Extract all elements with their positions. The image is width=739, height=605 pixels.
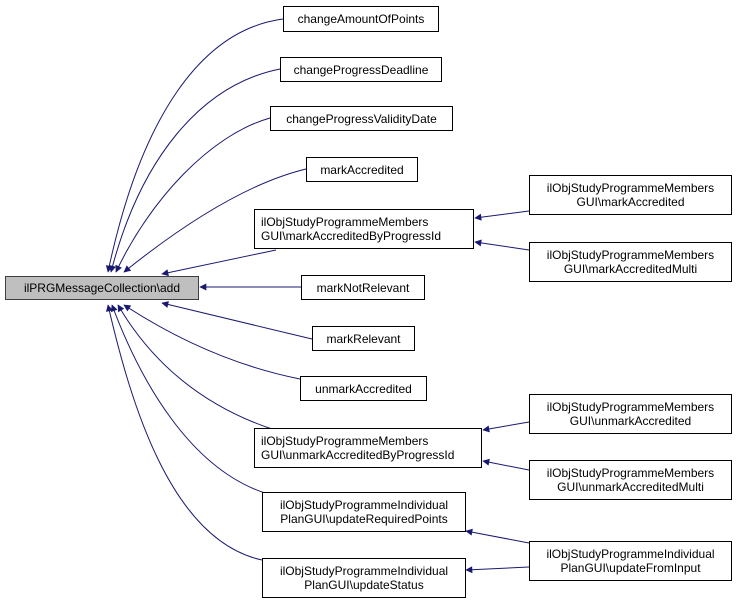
edge-n12-n5 — [474, 210, 530, 221]
node-label: changeAmountOfPoints — [297, 12, 425, 26]
node-label-line1: ilObjStudyProgrammeMembers — [546, 181, 715, 195]
node-label-line2: GUI\markAccreditedMulti — [563, 262, 698, 276]
node-label-line2: GUI\unmarkAccredited — [569, 414, 692, 428]
node-label-line2: PlanGUI\updateRequiredPoints — [280, 512, 448, 526]
node-label: markNotRelevant — [316, 280, 410, 295]
node-label-line2: PlanGUI\updateStatus — [304, 578, 424, 592]
node-n7[interactable]: markRelevant — [312, 326, 415, 351]
node-label-line1: ilObjStudyProgrammeMembers — [546, 248, 715, 262]
node-n11[interactable]: ilObjStudyProgrammeIndividual PlanGUI\up… — [262, 558, 466, 598]
node-n1[interactable]: changeAmountOfPoints — [283, 6, 439, 32]
node-n13[interactable]: ilObjStudyProgrammeMembers GUI\markAccre… — [529, 242, 732, 282]
edge-n1-root — [105, 18, 284, 273]
node-label: changeProgressValidityDate — [286, 111, 437, 126]
node-label-line1: ilObjStudyProgrammeIndividual — [279, 564, 449, 578]
node-n16[interactable]: ilObjStudyProgrammeIndividual PlanGUI\up… — [529, 541, 732, 581]
node-label-line2: PlanGUI\updateFromInput — [560, 561, 701, 575]
node-label: ilPRGMessageCollection\add — [23, 281, 181, 295]
edge-n4-root — [123, 168, 307, 273]
node-n6[interactable]: markNotRelevant — [301, 275, 425, 300]
node-n9[interactable]: ilObjStudyProgrammeMembers GUI\unmarkAcc… — [254, 428, 482, 468]
edge-n7-root — [161, 301, 313, 340]
edge-n16-n11 — [465, 566, 530, 574]
node-label-line1: ilObjStudyProgrammeIndividual — [279, 498, 449, 512]
edge-n3-root — [115, 117, 271, 273]
node-n12[interactable]: ilObjStudyProgrammeMembers GUI\markAccre… — [529, 175, 732, 215]
node-label-line2: GUI\markAccredited — [576, 195, 685, 209]
node-n14[interactable]: ilObjStudyProgrammeMembers GUI\unmarkAcc… — [529, 394, 732, 434]
edge-n14-n9 — [482, 421, 530, 433]
edge-n13-n5 — [474, 239, 530, 251]
edge-n15-n9 — [482, 458, 530, 471]
node-label-line2: GUI\markAccreditedByProgressId — [261, 229, 442, 243]
node-root[interactable]: ilPRGMessageCollection\add — [5, 276, 199, 300]
node-label: markAccredited — [320, 162, 404, 177]
node-label-line1: ilObjStudyProgrammeMembers — [546, 466, 715, 480]
node-label: markRelevant — [326, 331, 401, 346]
edge-n16-n10 — [465, 528, 530, 544]
edge-n8-root — [123, 304, 301, 380]
node-n5[interactable]: ilObjStudyProgrammeMembers GUI\markAccre… — [254, 209, 474, 249]
node-label-line1: ilObjStudyProgrammeMembers — [261, 215, 429, 229]
edge-n2-root — [109, 68, 281, 273]
node-label-line1: ilObjStudyProgrammeMembers — [261, 434, 429, 448]
node-n3[interactable]: changeProgressValidityDate — [270, 106, 453, 131]
node-label-line1: ilObjStudyProgrammeMembers — [546, 400, 715, 414]
edge-n9-root — [117, 304, 273, 430]
node-n2[interactable]: changeProgressDeadline — [280, 57, 442, 82]
edge-n5-root — [161, 249, 277, 277]
node-label: unmarkAccredited — [315, 381, 412, 396]
node-label-line2: GUI\unmarkAccreditedByProgressId — [261, 448, 455, 462]
edge-n11-root — [106, 304, 263, 561]
node-label: changeProgressDeadline — [293, 62, 429, 77]
edge-n10-root — [110, 304, 269, 495]
node-n8[interactable]: unmarkAccredited — [300, 376, 427, 401]
node-n15[interactable]: ilObjStudyProgrammeMembers GUI\unmarkAcc… — [529, 460, 732, 500]
node-label-line2: GUI\unmarkAccreditedMulti — [557, 480, 704, 494]
node-label-line1: ilObjStudyProgrammeIndividual — [546, 547, 715, 561]
node-n4[interactable]: markAccredited — [306, 157, 418, 182]
node-n10[interactable]: ilObjStudyProgrammeIndividual PlanGUI\up… — [262, 492, 466, 532]
